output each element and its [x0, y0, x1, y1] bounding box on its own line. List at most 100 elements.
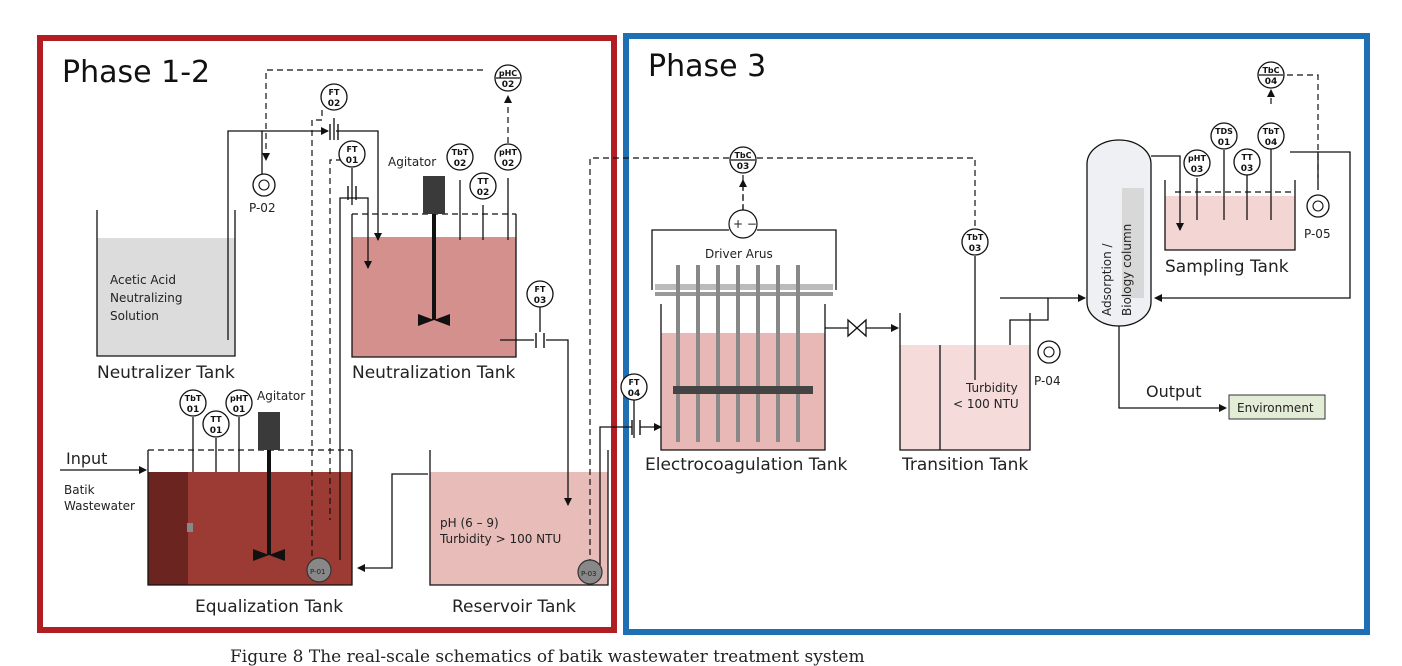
- phase-1-2-label: Phase 1-2: [62, 55, 210, 90]
- neutralizer-content-3: Solution: [110, 309, 159, 323]
- equalization-tank-title: Equalization Tank: [195, 597, 343, 617]
- instrument-tag: FT: [329, 88, 340, 97]
- flow-meter-bars: [329, 124, 641, 435]
- instrument-number: 02: [502, 159, 515, 169]
- instrument-pht01: pHT 01: [225, 389, 253, 417]
- instrument-tbc03: TbC 03: [729, 146, 757, 174]
- instrument-number: 01: [233, 405, 246, 415]
- instrument-pht03: pHT 03: [1183, 149, 1211, 177]
- pump-p01-label: P-01: [310, 568, 326, 576]
- instrument-number: 03: [1191, 165, 1204, 175]
- electrocoagulation-tank: Electrocoagulation Tank + − Driver Arus: [645, 209, 848, 475]
- sampling-tank-title: Sampling Tank: [1165, 257, 1289, 277]
- environment-label: Environment: [1237, 401, 1314, 415]
- instrument-tag: FT: [535, 285, 546, 294]
- column-label-1: Adsorption /: [1100, 242, 1114, 316]
- transition-note-1: Turbidity: [965, 381, 1018, 395]
- instrument-ft04: FT 04: [620, 373, 648, 401]
- pump-p02-label: P-02: [249, 201, 276, 215]
- instrument-number: 03: [1241, 164, 1254, 174]
- instrument-number: 02: [328, 99, 341, 109]
- instrument-tbc04: TbC 04: [1257, 61, 1285, 89]
- instrument-tt03: TT 03: [1233, 148, 1261, 176]
- reservoir-tank: pH (6 – 9) Turbidity > 100 NTU Reservoir…: [429, 450, 609, 617]
- agitator-label-1: Agitator: [257, 389, 305, 403]
- instrument-number: 04: [1265, 138, 1278, 148]
- reservoir-tank-title: Reservoir Tank: [452, 597, 576, 617]
- instrument-tag: TDS: [1215, 127, 1233, 136]
- neutralization-tank: Neutralization Tank Agitator: [351, 155, 517, 383]
- input-label: Input: [66, 449, 107, 468]
- transition-note-2: < 100 NTU: [953, 397, 1019, 411]
- sampling-tank: Sampling Tank: [1164, 180, 1296, 277]
- instrument-tag: TT: [477, 177, 489, 186]
- figure-caption: Figure 8 The real-scale schematics of ba…: [230, 647, 865, 666]
- instrument-tag: pHC: [499, 69, 517, 78]
- column-label-2: Biology column: [1120, 224, 1134, 316]
- phase-3-label: Phase 3: [648, 49, 766, 84]
- instrument-tag: TbT: [185, 394, 202, 403]
- phase-3-frame: [623, 33, 1370, 635]
- instrument-number: 02: [477, 188, 490, 198]
- instrument-tag: FT: [347, 145, 358, 154]
- neutralization-tank-title: Neutralization Tank: [352, 363, 516, 383]
- agitator-label-2: Agitator: [388, 155, 436, 169]
- control-lines: [262, 69, 1319, 560]
- agitator-equalization: [253, 412, 285, 561]
- instrument-number: 01: [187, 405, 200, 415]
- instrument-tag: TbT: [967, 233, 984, 242]
- instrument-number: 04: [1265, 77, 1278, 87]
- driver-label: Driver Arus: [705, 247, 773, 261]
- instrument-tbt04: TbT 04: [1257, 122, 1285, 150]
- instrument-tbt03: TbT 03: [961, 228, 989, 256]
- pump-p02: P-02: [249, 173, 276, 215]
- neutralizer-content-2: Neutralizing: [110, 291, 182, 305]
- instrument-number: 01: [346, 156, 359, 166]
- neutralizer-tank: Acetic Acid Neutralizing Solution Neutra…: [96, 210, 236, 383]
- instrument-tag: pHT: [499, 148, 517, 157]
- pump-p01: P-01: [306, 557, 332, 583]
- instrument-tag: TbC: [734, 151, 751, 160]
- instrument-tag: TT: [1241, 153, 1253, 162]
- pump-p04-label: P-04: [1034, 374, 1061, 388]
- instrument-number: 03: [737, 162, 750, 172]
- instrument-pht02: pHT 02: [494, 143, 522, 171]
- instrument-tt02: TT 02: [469, 172, 497, 200]
- instrument-number: 01: [1218, 138, 1231, 148]
- instrument-bubbles: pHC02FT02FT01TbT02TT02pHT02FT03TbT01TT01…: [179, 61, 1285, 438]
- pump-p03-label: P-03: [581, 570, 597, 578]
- neutralizer-content-1: Acetic Acid: [110, 273, 176, 287]
- instrument-ft03: FT 03: [526, 280, 554, 308]
- instrument-tag: pHT: [1188, 154, 1206, 163]
- batik-label-1: Batik: [64, 483, 95, 497]
- pump-p03: P-03: [577, 559, 603, 585]
- instrument-tag: TbT: [452, 148, 469, 157]
- output-label: Output: [1146, 382, 1202, 401]
- instrument-number: 04: [628, 389, 641, 399]
- instrument-tbt01: TbT 01: [179, 389, 207, 417]
- instrument-tag: TbC: [1262, 66, 1279, 75]
- driver-polarity: + −: [733, 217, 757, 231]
- instrument-tag: pHT: [230, 394, 248, 403]
- instrument-number: 01: [210, 426, 223, 436]
- instrument-number: 03: [534, 296, 547, 306]
- instrument-tag: FT: [629, 378, 640, 387]
- instrument-tag: TbT: [1263, 127, 1280, 136]
- phase-1-2-frame: [37, 35, 617, 633]
- pump-p05: P-05: [1304, 194, 1331, 241]
- reservoir-note-1: pH (6 – 9): [440, 516, 499, 530]
- pump-p04: P-04: [1034, 340, 1061, 388]
- instrument-tds01: TDS 01: [1210, 122, 1238, 150]
- instrument-number: 03: [969, 244, 982, 254]
- reservoir-note-2: Turbidity > 100 NTU: [439, 532, 561, 546]
- instrument-ft02: FT 02: [320, 83, 348, 111]
- piping: [192, 118, 1351, 572]
- equalization-tank: Equalization Tank Agitator Input Batik W…: [60, 389, 353, 617]
- adsorption-column: Adsorption / Biology column: [1086, 139, 1152, 327]
- pump-p05-label: P-05: [1304, 227, 1331, 241]
- environment-box: [1228, 394, 1326, 420]
